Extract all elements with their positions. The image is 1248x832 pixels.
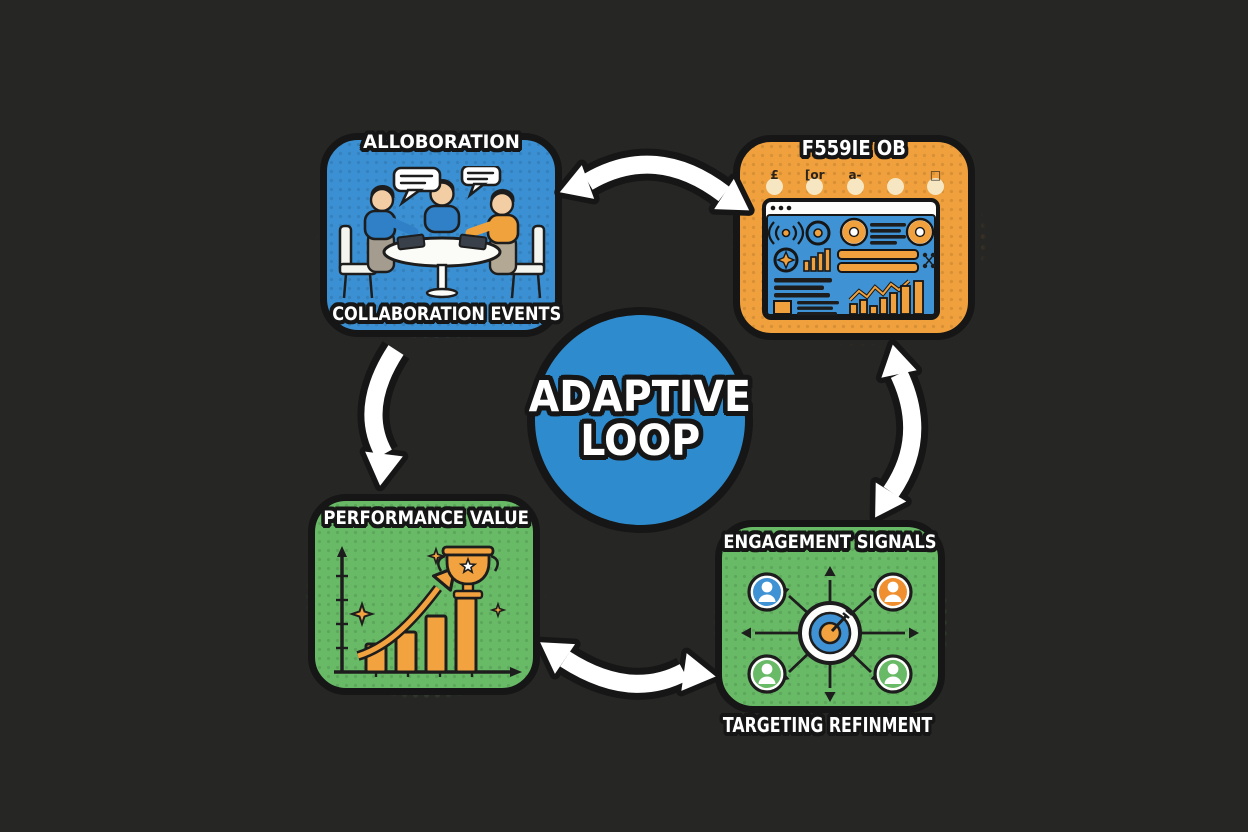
avatar-green-icon — [873, 654, 913, 694]
dashboard-toolbar-glyphs: £ [or a- □ — [766, 168, 944, 195]
engagement-caption: TARGETING REFINMENT — [723, 713, 933, 737]
center-hub: ADAPTIVE LOOP — [527, 307, 753, 533]
curved-arrow-left-down-icon — [357, 341, 410, 492]
curved-double-arrow-top-icon — [554, 148, 755, 216]
toolbar-glyph-icon — [886, 178, 904, 195]
analytics-dashboard-icon — [762, 198, 940, 320]
avatar-orange-icon — [873, 572, 913, 612]
audience-targeting-icon — [741, 566, 919, 702]
team-meeting-icon — [338, 166, 546, 299]
avatar-green-icon — [747, 654, 787, 694]
curved-double-arrow-bottom-icon — [534, 636, 722, 700]
toolbar-glyph-icon: [or — [805, 168, 825, 195]
growth-chart-trophy-icon — [334, 545, 522, 677]
center-label-line2: LOOP — [579, 416, 701, 466]
center-label-line1: ADAPTIVE — [528, 372, 752, 423]
toolbar-glyph-icon: □ — [927, 168, 944, 195]
avatar-blue-icon — [747, 572, 787, 612]
toolbar-glyph-icon: a- — [846, 168, 864, 195]
curved-double-arrow-right-icon — [869, 339, 929, 523]
toolbar-glyph-icon: £ — [766, 168, 783, 195]
